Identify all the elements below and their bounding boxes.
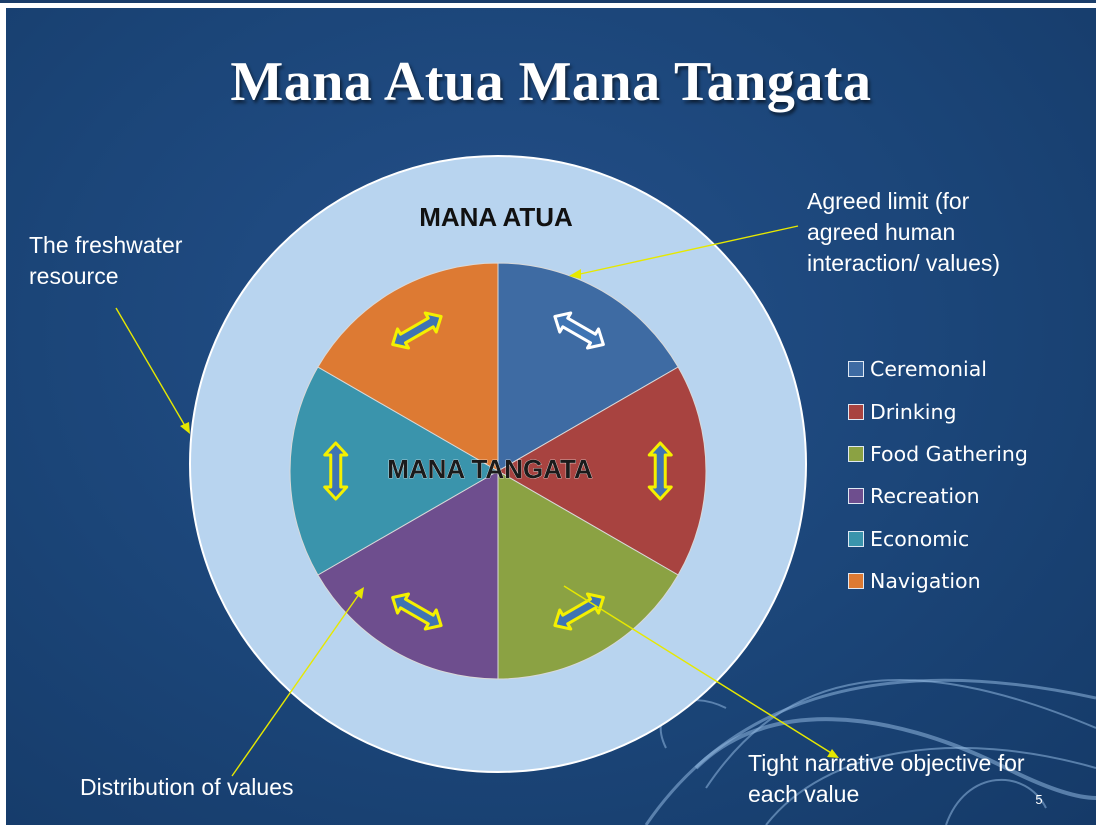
wedge-drinking: [497, 366, 707, 576]
leader-narrative-head: [827, 749, 839, 758]
annotation-distribution: Distribution of values: [80, 774, 294, 800]
legend-swatch: [848, 530, 864, 547]
annotation-agreed-limit-line1: Agreed limit (for: [807, 188, 970, 214]
legend-swatch: [848, 361, 864, 378]
leader-distribution-head: [354, 587, 364, 599]
annotation-agreed-limit: Agreed limit (for agreed human interacti…: [807, 186, 1000, 279]
legend-label: Recreation: [870, 484, 980, 509]
slide-title: Mana Atua Mana Tangata: [230, 51, 872, 113]
double-arrow-navigation: [391, 311, 443, 350]
annotation-freshwater-line1: The freshwater: [29, 232, 183, 258]
legend-label: Navigation: [870, 569, 981, 594]
wedge-food-gathering: [497, 470, 679, 680]
legend-swatch: [848, 488, 864, 505]
legend-swatch: [848, 445, 864, 462]
annotation-freshwater-line2: resource: [29, 263, 119, 289]
legend-label: Food Gathering: [870, 441, 1028, 466]
wedge-ceremonial: [497, 262, 679, 472]
legend-item-food-gathering: Food Gathering: [848, 433, 1063, 475]
legend-swatch: [848, 403, 864, 420]
double-arrow-drinking: [647, 441, 673, 501]
annotation-narrative: Tight narrative objective for each value: [748, 748, 1025, 810]
legend-item-recreation: Recreation: [848, 475, 1063, 517]
wedge-economic: [289, 366, 499, 576]
legend-label: Drinking: [870, 399, 957, 424]
wedge-navigation: [317, 262, 499, 472]
legend-item-navigation: Navigation: [848, 560, 1063, 602]
leader-freshwater-head: [180, 422, 190, 434]
legend-swatch: [848, 573, 864, 590]
leader-narrative: [563, 585, 837, 757]
mana-diagram: MANA ATUA MANA TANGATA: [115, 155, 839, 777]
slide-number: 5: [1035, 792, 1043, 807]
wedge-recreation: [317, 470, 499, 680]
legend-label: Economic: [870, 526, 970, 551]
annotation-narrative-line1: Tight narrative objective for: [748, 750, 1025, 776]
leader-distribution: [231, 589, 363, 777]
legend-label: Ceremonial: [870, 357, 987, 382]
top-border-line: [0, 0, 1096, 3]
slide: Mana Atua Mana Tangata MANA ATUA MANA TA…: [6, 8, 1096, 825]
outer-ring-label: MANA ATUA: [419, 202, 573, 232]
leader-agreed-limit: [570, 225, 799, 277]
leader-agreed-limit-head: [569, 269, 581, 279]
double-arrow-economic: [323, 441, 349, 501]
legend-item-drinking: Drinking: [848, 390, 1063, 432]
double-arrow-ceremonial: [553, 311, 605, 350]
leader-freshwater: [115, 307, 189, 432]
inner-circle-label: MANA TANGATA: [387, 454, 593, 484]
legend-item-economic: Economic: [848, 518, 1063, 560]
annotation-agreed-limit-line3: interaction/ values): [807, 250, 1001, 276]
annotation-agreed-limit-line2: agreed human: [807, 219, 956, 245]
double-arrow-recreation: [391, 592, 443, 631]
annotation-freshwater: The freshwater resource: [29, 230, 182, 292]
legend-item-ceremonial: Ceremonial: [848, 348, 1063, 390]
annotation-narrative-line2: each value: [748, 781, 860, 807]
